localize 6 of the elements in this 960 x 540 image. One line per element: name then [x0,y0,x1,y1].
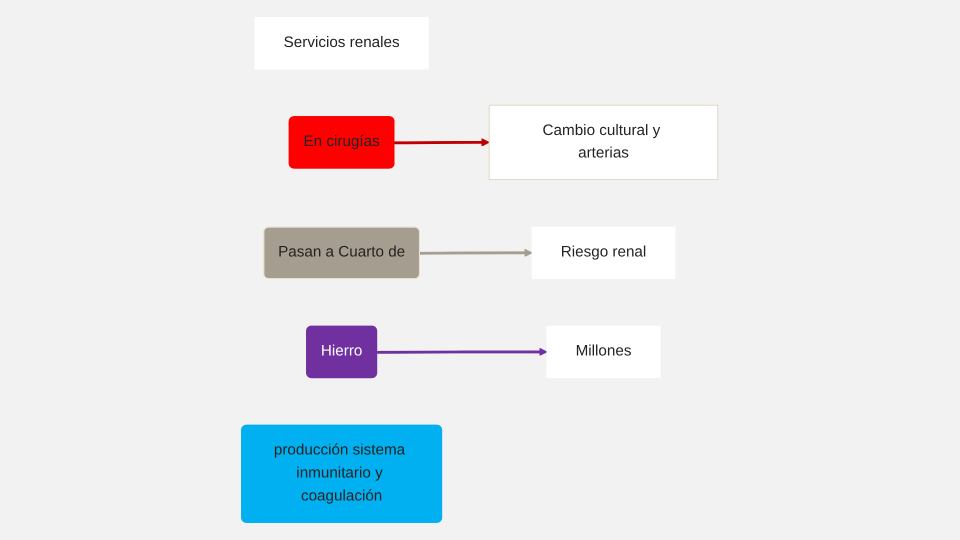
arrow [420,248,533,258]
node-box: Millones [546,326,661,378]
arrow [394,138,490,147]
node-box: Riesgo renal [532,226,676,280]
node-box: Cambio cultural y arterias [489,104,719,180]
arrow [377,348,548,356]
